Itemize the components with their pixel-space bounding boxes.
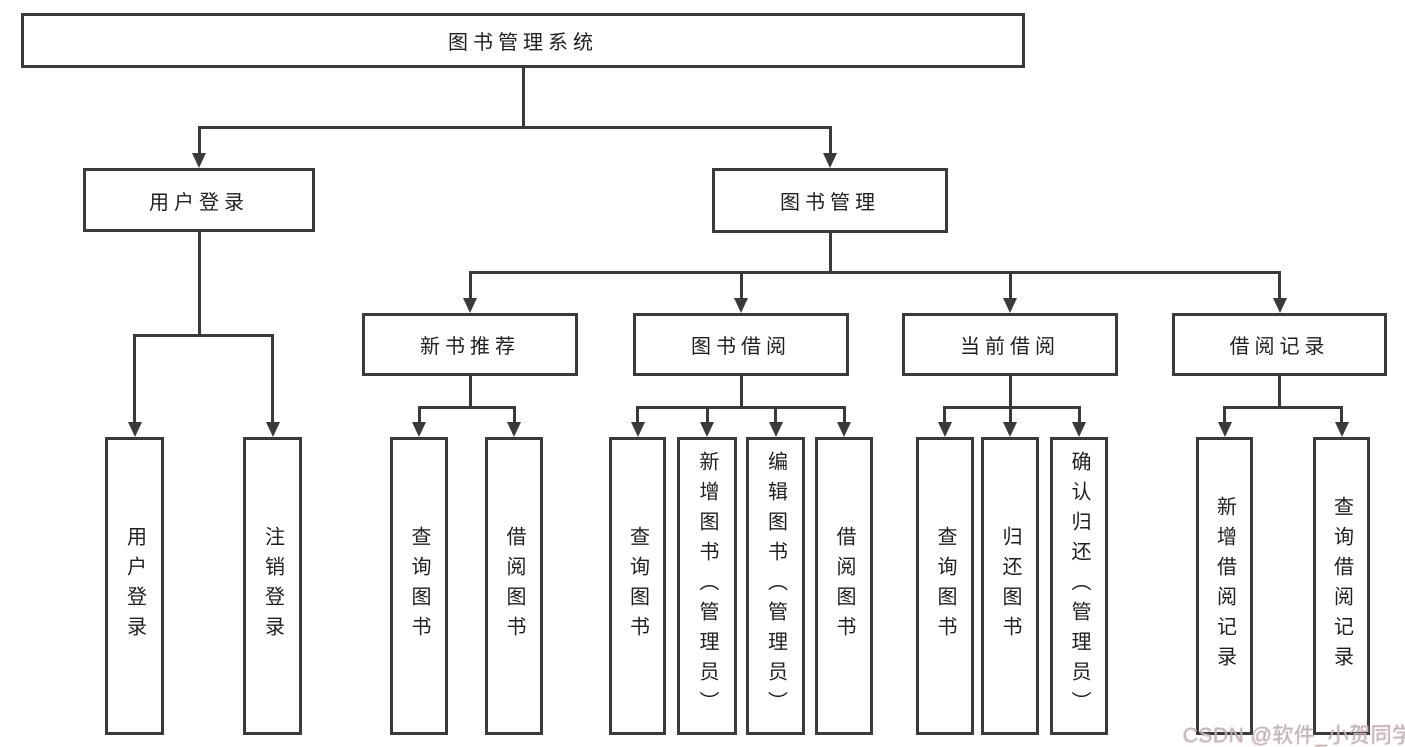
connector-line	[197, 126, 201, 155]
connector-line	[417, 406, 516, 409]
leaf-edit-books-admin: 编辑图书（管理员）	[746, 437, 805, 735]
arrowhead-down	[1072, 422, 1086, 437]
arrowhead-down	[1272, 298, 1287, 313]
connector-line	[1278, 271, 1281, 300]
node-library-management-system: 图书管理系统	[21, 13, 1025, 68]
connector-line	[739, 271, 743, 300]
arrowhead-down	[463, 298, 477, 313]
leaf-add-books-admin: 新增图书（管理员）	[677, 437, 737, 735]
connector-line	[468, 271, 1281, 274]
connector-line	[828, 126, 832, 155]
node-label: 查询图书	[934, 526, 956, 646]
connector-line	[1008, 271, 1012, 300]
node-label: 查询图书	[626, 526, 649, 646]
arrowhead-down	[1003, 298, 1017, 313]
node-label: 用户登录	[149, 191, 249, 214]
node-label: 借阅记录	[1229, 336, 1330, 358]
node-label: 图书管理系统	[448, 32, 598, 54]
leaf-query-books-recommend: 查询图书	[390, 437, 448, 735]
connector-line	[512, 406, 516, 424]
connector-line	[842, 406, 846, 424]
connector-line	[636, 406, 639, 424]
connector-line	[133, 334, 136, 424]
node-borrowing-records: 借阅记录	[1172, 313, 1387, 376]
arrowhead-down	[837, 422, 851, 437]
arrowhead-down	[630, 422, 645, 437]
node-label: 新增图书（管理员）	[696, 451, 718, 721]
node-label: 查询图书	[408, 526, 430, 646]
node-label: 新书推荐	[420, 336, 520, 358]
connector-line	[521, 68, 525, 128]
node-current-borrowing: 当前借阅	[902, 313, 1118, 376]
node-label: 借阅图书	[503, 526, 525, 646]
node-label: 用户登录	[123, 526, 146, 646]
leaf-borrow-books: 借阅图书	[815, 437, 873, 735]
node-label: 归还图书	[999, 526, 1021, 646]
node-user-login: 用户登录	[83, 168, 315, 232]
leaf-query-borrow-record: 查询借阅记录	[1313, 437, 1370, 735]
connector-line	[1077, 406, 1081, 424]
connector-line	[943, 406, 946, 424]
csdn-watermark: CSDN @软件_小贺同学	[1183, 724, 1405, 747]
arrowhead-down	[768, 422, 783, 437]
arrowhead-down	[937, 422, 952, 437]
leaf-query-books-borrow: 查询图书	[609, 437, 666, 735]
leaf-return-books: 归还图书	[981, 437, 1039, 735]
connector-line	[1223, 406, 1343, 409]
connector-line	[705, 406, 709, 424]
connector-line	[197, 126, 832, 129]
connector-line	[774, 406, 777, 424]
arrowhead-down	[265, 422, 280, 437]
arrowhead-down	[734, 298, 748, 313]
leaf-user-login: 用户登录	[105, 437, 164, 735]
arrowhead-down	[412, 422, 426, 437]
arrowhead-down	[1334, 422, 1349, 437]
connector-line	[468, 376, 472, 408]
connector-line	[636, 406, 846, 409]
node-label: 编辑图书（管理员）	[764, 451, 787, 721]
arrowhead-down	[1217, 422, 1232, 437]
node-book-management: 图书管理	[712, 168, 948, 233]
connector-line	[1008, 376, 1012, 408]
node-label: 确认归还（管理员）	[1068, 451, 1090, 721]
arrowhead-down	[127, 422, 142, 437]
arrowhead-down	[700, 422, 714, 437]
arrowhead-down	[1003, 422, 1017, 437]
connector-line	[828, 233, 832, 273]
connector-line	[943, 406, 1081, 409]
connector-line	[1223, 406, 1226, 424]
node-new-book-recommendation: 新书推荐	[362, 313, 578, 376]
connector-line	[197, 232, 201, 336]
node-label: 图书管理	[780, 192, 880, 214]
connector-line	[739, 376, 743, 408]
connector-line	[1008, 406, 1012, 424]
connector-line	[1278, 376, 1281, 408]
node-label: 注销登录	[261, 526, 284, 646]
connector-line	[417, 406, 421, 424]
leaf-add-borrow-record: 新增借阅记录	[1196, 437, 1253, 735]
connector-line	[1340, 406, 1343, 424]
node-label: 借阅图书	[833, 526, 855, 646]
node-label: 查询借阅记录	[1330, 496, 1353, 676]
connector-line	[468, 271, 472, 300]
leaf-borrow-books-recommend: 借阅图书	[485, 437, 543, 735]
node-book-borrowing: 图书借阅	[633, 313, 849, 376]
arrowhead-down	[823, 153, 837, 168]
node-label: 新增借阅记录	[1213, 496, 1236, 676]
leaf-confirm-return-admin: 确认归还（管理员）	[1050, 437, 1108, 735]
leaf-query-books-current: 查询图书	[916, 437, 974, 735]
arrowhead-down	[192, 153, 206, 168]
connector-line	[133, 334, 274, 337]
node-label: 当前借阅	[960, 336, 1060, 358]
leaf-logout: 注销登录	[243, 437, 302, 735]
node-label: 图书借阅	[691, 336, 791, 358]
connector-line	[271, 334, 274, 424]
arrowhead-down	[507, 422, 521, 437]
